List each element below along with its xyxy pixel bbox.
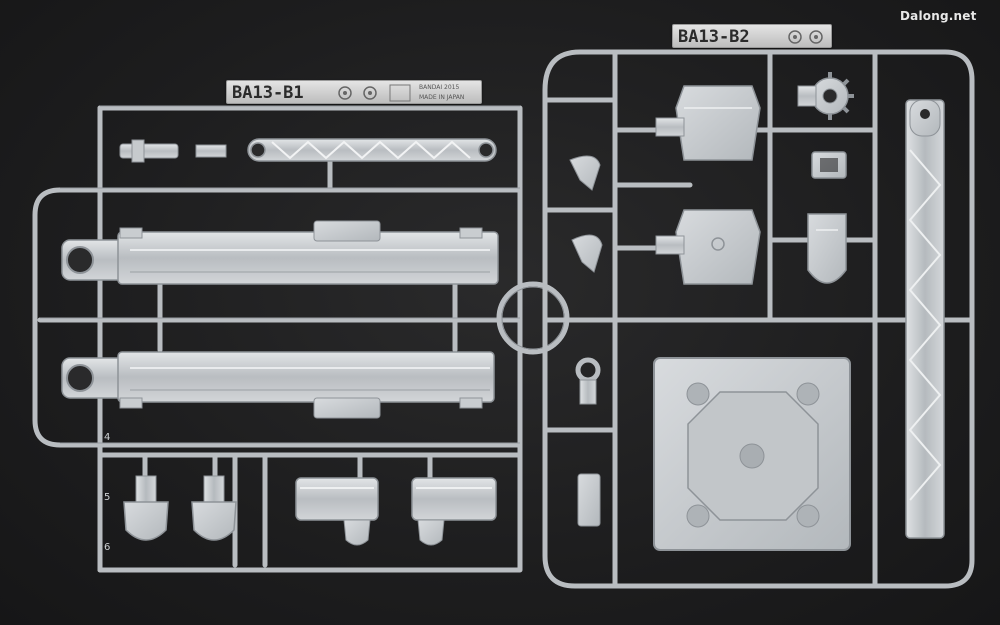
foot-part-1 — [123, 475, 169, 541]
tall-truss-part — [905, 99, 945, 539]
small-box-part — [577, 473, 601, 527]
small-joint-part — [119, 139, 227, 163]
foot-part-2 — [191, 475, 237, 541]
runner-frame-b1-edge — [40, 105, 520, 444]
hook-part-1 — [569, 155, 601, 191]
hook-part-3 — [575, 357, 601, 405]
gate-number-3: 6 — [104, 542, 110, 553]
long-cylinder-part-lower — [61, 351, 495, 419]
gear-logos-b2 — [788, 30, 823, 44]
runner-tag-b2: BA13-B2 — [672, 24, 832, 48]
runner-maker-line: BANDAI 2015 — [419, 84, 460, 91]
armor-panel-upper — [655, 85, 761, 161]
cog-part — [797, 72, 854, 120]
large-base-panel — [653, 357, 851, 551]
gear-logos-b1 — [338, 84, 411, 102]
block-part-1 — [295, 477, 379, 546]
clip-part — [807, 213, 847, 284]
runner-origin-line: MADE IN JAPAN — [419, 94, 465, 101]
gate-number-1: 4 — [104, 432, 110, 443]
long-cylinder-part-upper — [61, 220, 499, 285]
gate-number-2: 5 — [104, 492, 110, 503]
runner-tag-b1: BA13-B1 BANDAI 2015 MADE IN JAPAN — [226, 80, 482, 104]
block-part-2 — [411, 477, 497, 546]
runner-code-b2: BA13-B2 — [678, 27, 750, 47]
watermark-text: Dalong.net — [900, 9, 977, 23]
runner-code-b1: BA13-B1 — [232, 83, 304, 103]
armor-panel-lower — [655, 209, 761, 285]
truss-part — [247, 138, 497, 162]
hook-part-2 — [571, 234, 603, 273]
runner-frame-b1 — [32, 105, 523, 573]
bracket-part — [811, 151, 847, 179]
